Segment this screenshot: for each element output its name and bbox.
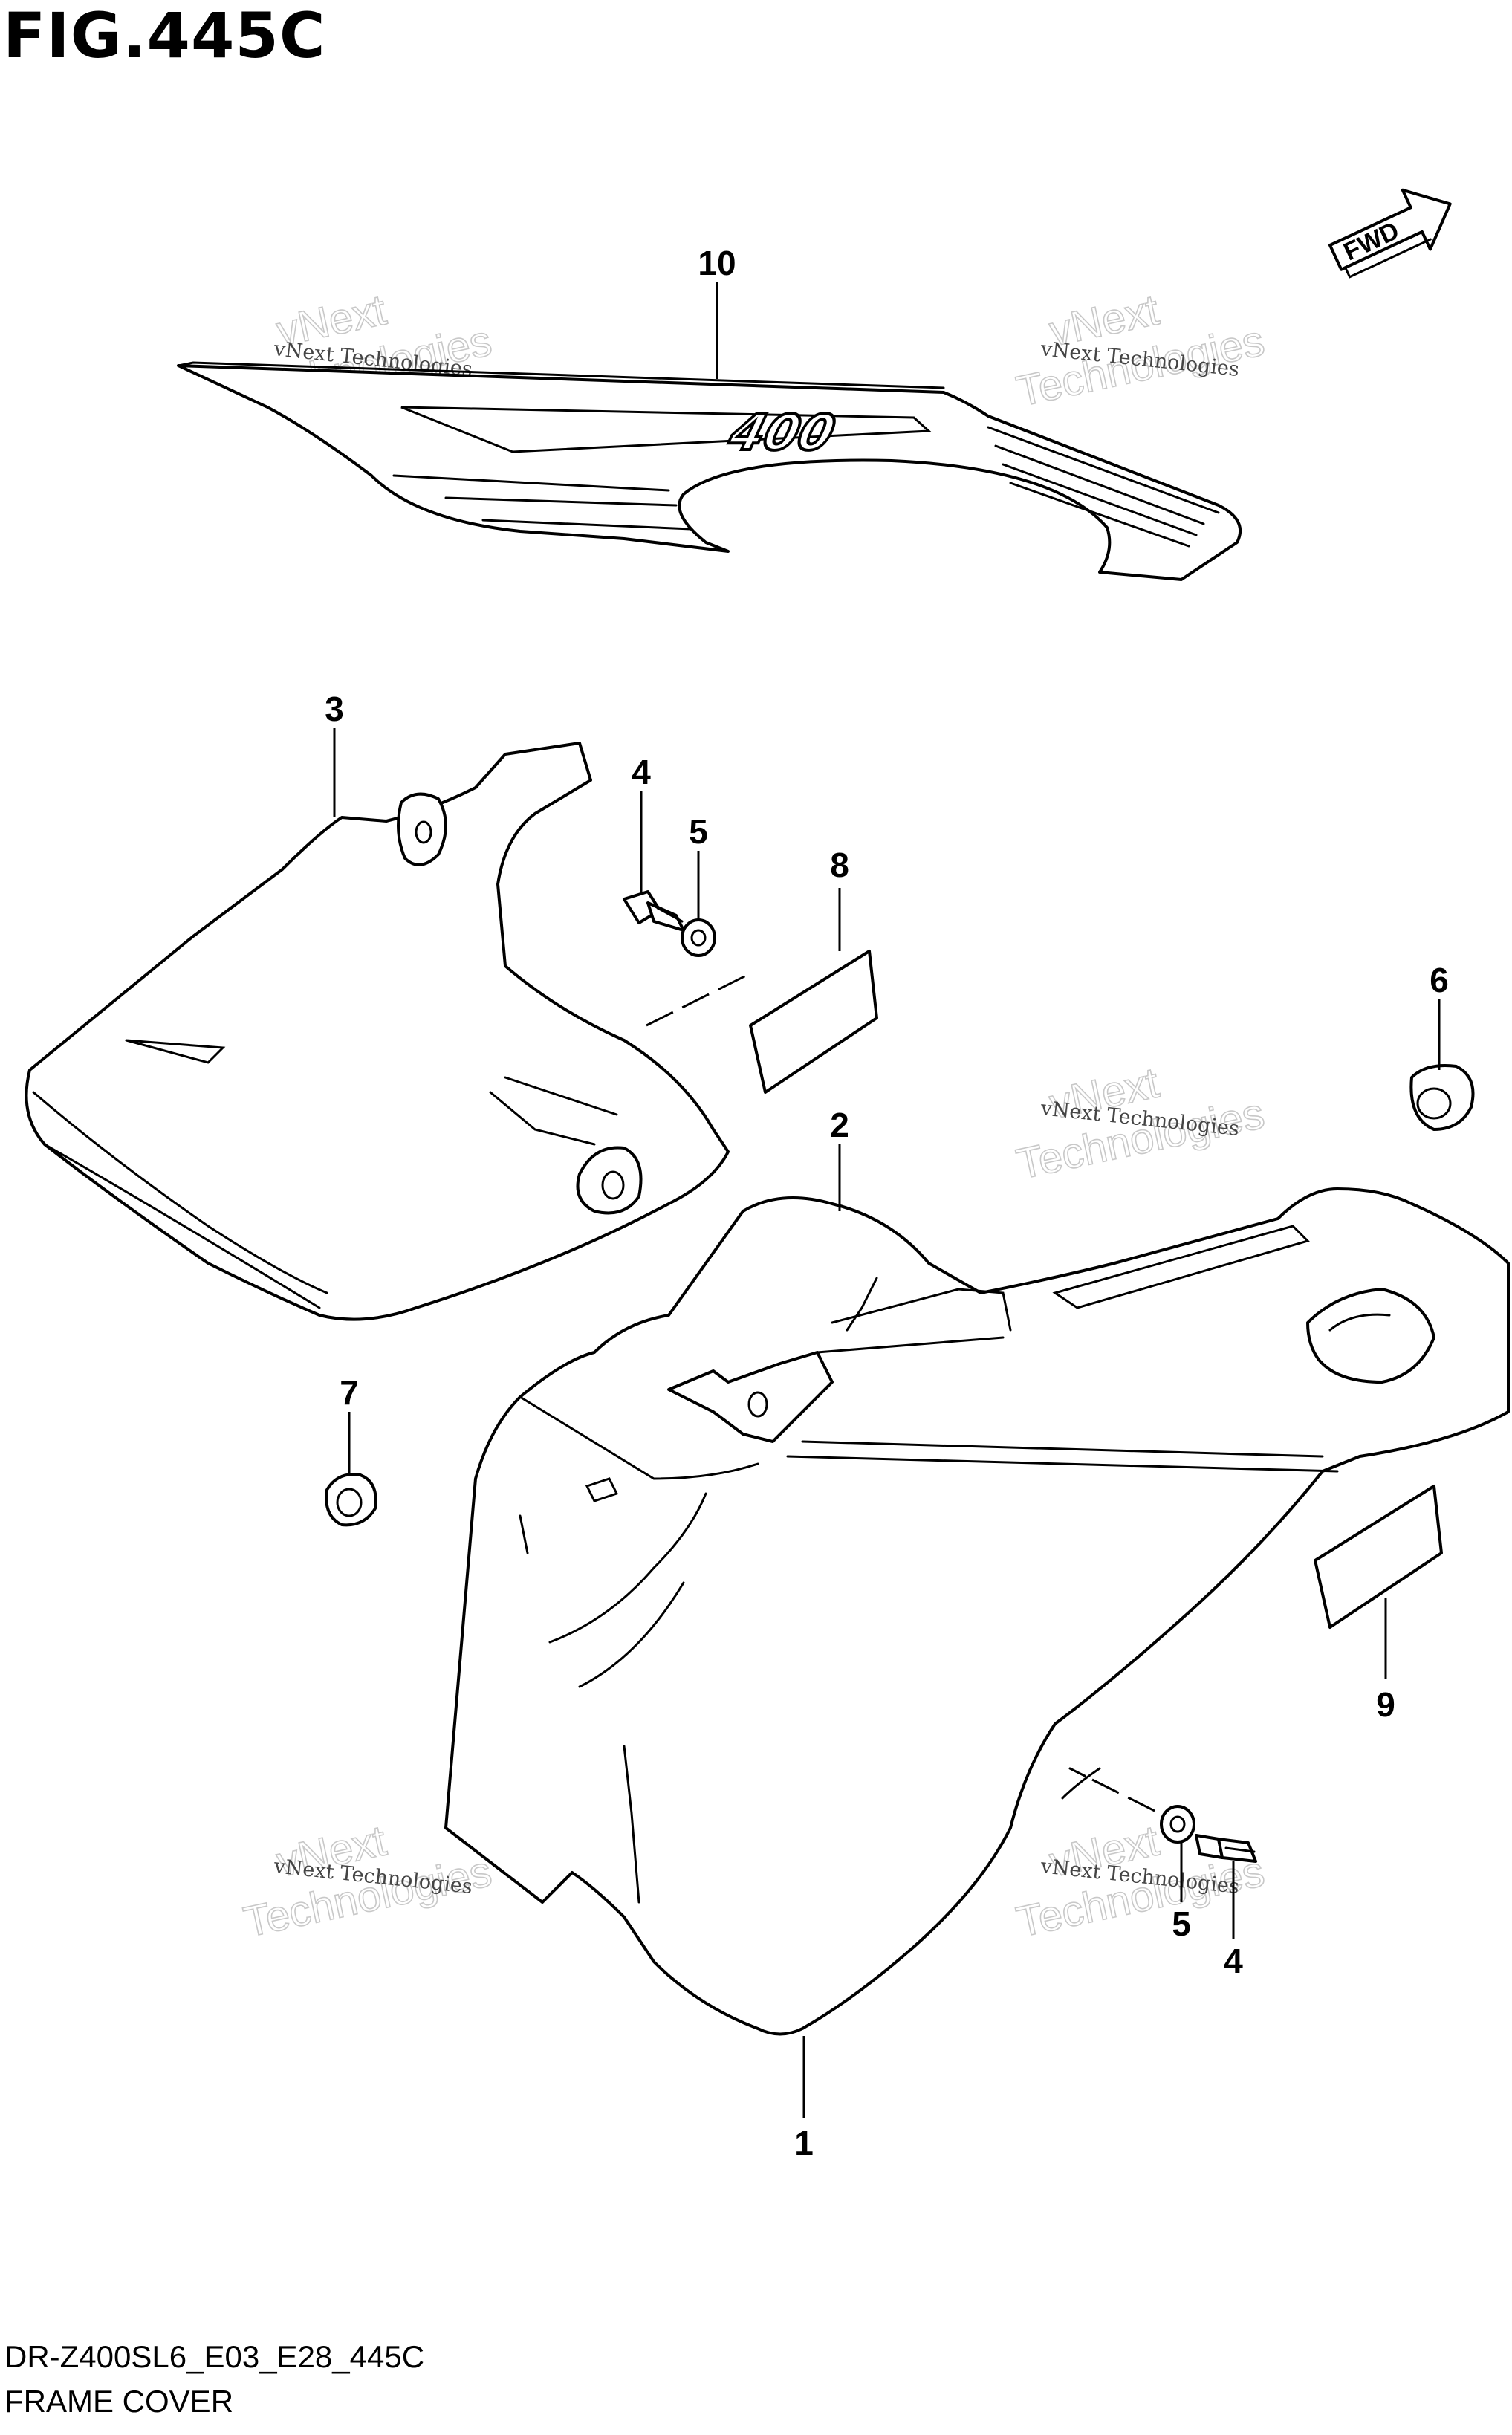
callout-9: 9 [1376, 1685, 1395, 1724]
part-3-side-cover [25, 742, 730, 1321]
callout-1: 1 [794, 2124, 814, 2162]
part-5-washer-top [681, 918, 716, 957]
watermark-2: vNext Technologies [1012, 285, 1269, 417]
leader-lines [333, 282, 1441, 2118]
part-4-bolt-bottom [1195, 1834, 1257, 1863]
part-9-pad [1314, 1485, 1443, 1629]
callout-4-bottom: 4 [1224, 1942, 1243, 1980]
callout-labels: 10 3 4 5 8 6 2 7 9 5 4 1 [325, 244, 1449, 2162]
callout-8: 8 [830, 846, 849, 884]
callout-3: 3 [325, 690, 344, 728]
model-code: DR-Z400SL6_E03_E28_445C [4, 2339, 425, 2374]
part-1-frame-cover [444, 1187, 1510, 2036]
figure-name: FRAME COVER [4, 2384, 234, 2419]
part-6-grommet [1409, 1064, 1475, 1131]
callout-6: 6 [1430, 961, 1449, 999]
callout-10: 10 [698, 244, 736, 282]
figure-title: FIG.445C [3, 0, 326, 72]
part-7-grommet [325, 1473, 377, 1527]
part-10-decal: 400 [177, 361, 1242, 581]
callout-5-bottom: 5 [1172, 1904, 1191, 1943]
part-8-pad [749, 950, 878, 1094]
assembly-line-top [646, 972, 751, 1027]
assembly-line-bottom [1091, 1778, 1160, 1815]
part-5-washer-bottom [1160, 1805, 1195, 1844]
callout-4-top: 4 [632, 753, 651, 791]
callout-7: 7 [340, 1373, 359, 1412]
callout-2: 2 [830, 1106, 849, 1144]
callout-5-top: 5 [689, 812, 708, 851]
fwd-label: FWD [1340, 216, 1404, 266]
decal-400-text: 400 [723, 404, 841, 461]
fwd-arrow-icon: FWD [1328, 188, 1452, 279]
part-4-bolt-top [623, 890, 685, 932]
